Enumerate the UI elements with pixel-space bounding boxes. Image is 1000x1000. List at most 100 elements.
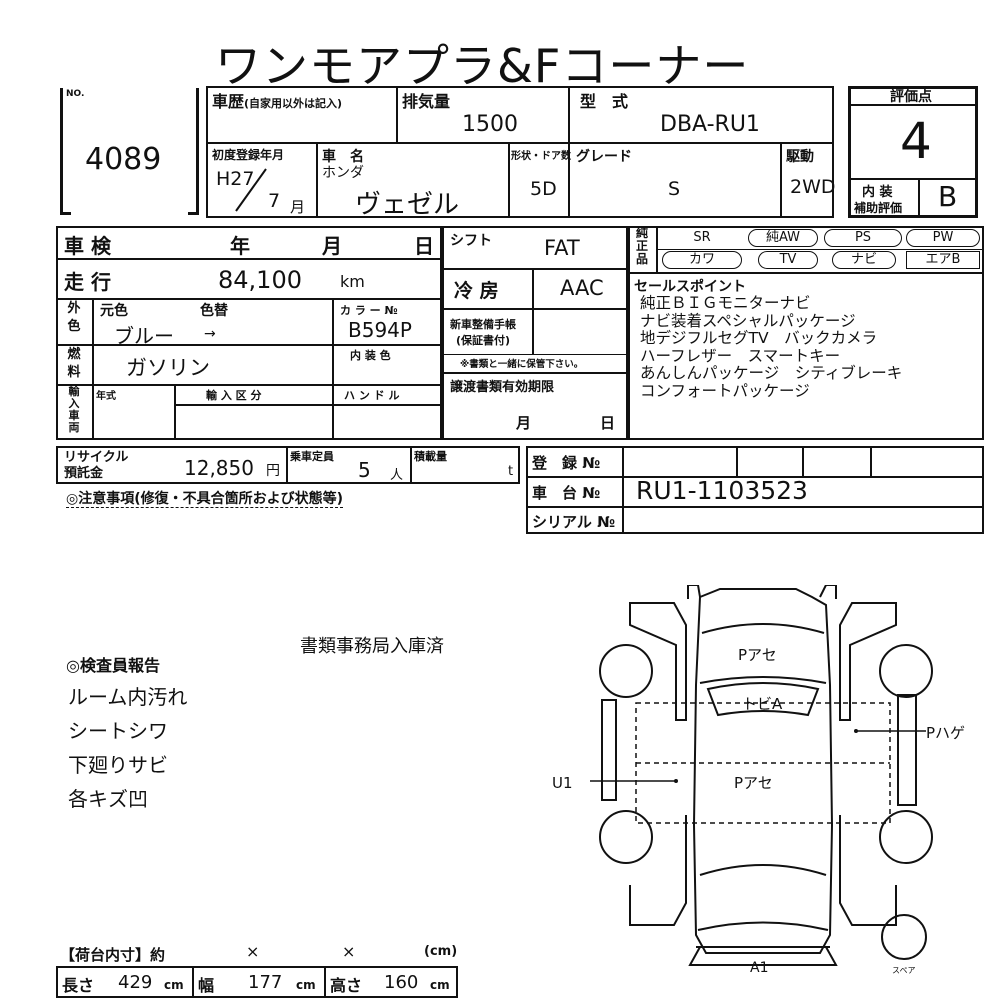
first-reg-slash — [235, 168, 267, 212]
cargo-width-label: 幅 — [198, 976, 215, 995]
displacement-value: 1500 — [462, 112, 518, 137]
recycle-value: 12,850 — [184, 456, 254, 480]
inspection-day: 日 — [414, 234, 434, 258]
lot-number: 4089 — [85, 142, 162, 177]
cargo-times-2: × — [342, 942, 356, 961]
sales-point-list: 純正ＢＩＧモニターナビ ナビ装着スペシャルパッケージ 地デジフルセグTV バック… — [640, 294, 903, 400]
import-year-label: 年式 — [96, 391, 116, 402]
diagram-label-spare: スペア — [892, 966, 916, 975]
import-category-label: 輸 入 区 分 — [206, 389, 262, 402]
mileage-unit: km — [340, 272, 365, 291]
cargo-height-value: 160 — [384, 972, 419, 993]
option-leather: カワ — [662, 251, 742, 269]
displacement-label: 排気量 — [402, 92, 451, 111]
lot-no-label: NO. — [66, 89, 85, 99]
inspection-grid — [56, 226, 442, 440]
load-label: 積載量 — [414, 450, 447, 463]
transfer-month: 月 — [516, 414, 532, 432]
diagram-label-roof-center: Pアセ — [734, 774, 773, 792]
interior-score-value: B — [938, 180, 958, 213]
ac-value: AAC — [560, 276, 604, 300]
load-unit: t — [508, 464, 514, 479]
color-change-label: 色替 — [200, 303, 228, 319]
report-item: 下廻りサビ — [68, 753, 168, 777]
interior-color-label: 内 装 色 — [350, 349, 391, 362]
car-name-label: 車 名 — [322, 149, 364, 165]
inspection-month: 月 — [322, 234, 342, 258]
warranty-line-1: 新車整備手帳 — [450, 318, 516, 331]
diagram-label-rear: A1 — [750, 960, 769, 976]
transfer-label: 譲渡書類有効期限 — [450, 380, 555, 395]
transfer-day: 日 — [600, 414, 616, 432]
middle-grid — [442, 226, 628, 440]
score-label: 評価点 — [890, 89, 932, 105]
lot-bracket-left — [60, 88, 71, 215]
option-sr: SR — [693, 230, 711, 245]
option-navi: ナビ — [832, 251, 896, 269]
first-reg-month: 7 — [268, 190, 281, 212]
cargo-length-unit: cm — [164, 978, 184, 992]
cargo-label: 【荷台内寸】約 — [60, 946, 166, 964]
cargo-unit-paren: (cm) — [424, 944, 458, 959]
orig-color-label: 元色 — [100, 303, 128, 319]
serial-label: シリアル № — [532, 513, 616, 531]
warranty-line-2: (保証書付) — [456, 334, 511, 347]
option-alloy-wheel: 純AW — [748, 229, 818, 247]
diagram-label-left-side: U1 — [552, 774, 573, 792]
body-value: 5D — [530, 178, 557, 200]
color-value: ブルー — [114, 324, 174, 348]
score-box — [848, 86, 978, 218]
shift-label: シフト — [450, 233, 492, 249]
report-label: ◎検査員報告 — [66, 656, 160, 675]
score-value: 4 — [900, 112, 932, 170]
report-item: 各キズ凹 — [68, 787, 148, 811]
grade-value: S — [668, 178, 681, 200]
cargo-table — [56, 966, 458, 998]
sales-point-line: あんしんパッケージ シティブレーキ — [640, 364, 903, 382]
first-reg-month-unit: 月 — [290, 198, 306, 216]
history-label: 車歴(自家用以外は記入) — [212, 92, 343, 111]
car-name-value: ヴェゼル — [355, 190, 460, 220]
cargo-height-unit: cm — [430, 978, 450, 992]
warranty-note: ※書類と一緒に保管下さい。 — [460, 359, 584, 370]
sales-point-line: 純正ＢＩＧモニターナビ — [640, 294, 811, 312]
fuel-value: ガソリン — [126, 356, 210, 380]
cargo-length-value: 429 — [118, 972, 153, 993]
cargo-height-label: 高さ — [330, 976, 363, 995]
mileage-value: 84,100 — [218, 266, 302, 294]
drive-label: 駆動 — [786, 149, 814, 165]
color-arrow: → — [204, 326, 216, 342]
cargo-times-1: × — [246, 942, 260, 961]
chassis-label: 車 台 № — [532, 484, 601, 502]
sales-point-line: ハーフレザー スマートキー — [640, 346, 841, 365]
report-item: シートシワ — [68, 719, 168, 743]
capacity-unit: 人 — [390, 468, 404, 483]
mileage-label: 走 行 — [64, 270, 111, 294]
cargo-width-value: 177 — [248, 972, 283, 993]
handle-label: ハ ン ド ル — [344, 389, 400, 402]
ac-label: 冷 房 — [454, 280, 499, 302]
capacity-label: 乗車定員 — [290, 450, 334, 463]
cargo-width-unit: cm — [296, 978, 316, 992]
capacity-value: 5 — [358, 458, 371, 482]
sales-point-label: セールスポイント — [634, 279, 746, 295]
documents-note: 書類事務局入庫済 — [300, 636, 444, 657]
recycle-label-1: リサイクル — [64, 450, 129, 465]
registration-box — [526, 446, 984, 534]
import-label: 輸入車両 — [68, 385, 80, 434]
notes-label: ◎注意事項(修復・不具合箇所および状態等) — [66, 491, 344, 508]
body-label: 形状・ドア数 — [511, 151, 571, 162]
model-value: DBA-RU1 — [660, 112, 760, 137]
recycle-unit: 円 — [266, 463, 280, 479]
grade-label: グレード — [576, 149, 632, 165]
cargo-length-label: 長さ — [62, 976, 95, 995]
option-airbag: エアB — [906, 251, 980, 269]
interior-score-label-2: 補助評価 — [854, 201, 903, 215]
color-code-label: カ ラ ー № — [340, 304, 398, 317]
recycle-label-2: 預託金 — [64, 466, 104, 481]
model-label: 型 式 — [580, 92, 629, 111]
options-sales-box — [628, 226, 984, 440]
lot-bracket-right — [188, 88, 199, 215]
option-pw: PW — [906, 229, 980, 247]
sales-point-line: コンフォートパッケージ — [640, 381, 810, 400]
